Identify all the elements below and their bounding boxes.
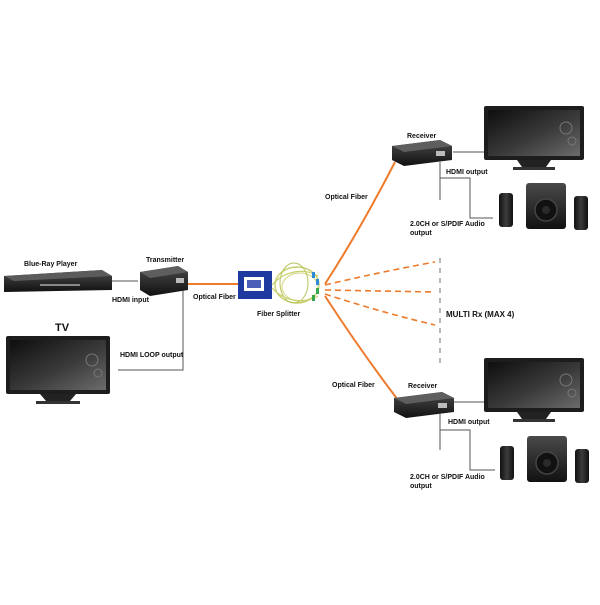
fiber-splitter-device [238, 262, 320, 304]
bluray-player-label: Blue-Ray Player [24, 261, 78, 268]
hdmi-loop-cable [118, 285, 184, 371]
receiver-bottom-device [394, 392, 454, 418]
fiber-to-receiver-top [324, 161, 396, 285]
fiber-to-receiver-bottom [324, 295, 399, 401]
transmitter-device [140, 266, 188, 296]
fiber-splitter-label: Fiber Splitter [257, 311, 300, 318]
bluray-player [4, 270, 112, 292]
fiber-dashed-2 [324, 289, 436, 293]
tv-bottom-right [484, 358, 584, 422]
audio-cable-rx-bottom-b [440, 429, 495, 471]
receiver-top-label: Receiver [407, 133, 436, 140]
optical-fiber-tx-label: Optical Fiber [193, 294, 236, 301]
transmitter-label: Transmitter [146, 257, 184, 264]
receiver-bottom-label: Receiver [408, 383, 437, 390]
audio-output-top-line1: 2.0CH or S/PDIF Audio [410, 221, 485, 228]
multi-rx-label: MULTI Rx (MAX 4) [446, 310, 515, 319]
hdmi-output-bottom-label: HDMI output [448, 419, 490, 426]
tv-left [6, 336, 110, 404]
fiber-dashed-1 [324, 261, 436, 286]
speakers-bottom [500, 436, 589, 483]
tv-top-right [484, 106, 584, 170]
tv-label: TV [55, 322, 70, 334]
hdmi-input-label: HDMI input [112, 297, 150, 304]
hdmi-loop-output-label: HDMI LOOP output [120, 352, 184, 359]
speakers-top [499, 183, 588, 230]
audio-output-bottom-line1: 2.0CH or S/PDIF Audio [410, 474, 485, 481]
audio-output-top-line2: output [410, 230, 432, 237]
optical-fiber-top-label: Optical Fiber [325, 194, 368, 201]
audio-cable-rx-top-b [440, 177, 493, 219]
fiber-dashed-3 [324, 293, 436, 326]
receiver-top-device [392, 140, 452, 166]
audio-output-bottom-line2: output [410, 483, 432, 490]
connections [112, 148, 495, 471]
optical-fiber-bottom-label: Optical Fiber [332, 382, 375, 389]
hdmi-output-top-label: HDMI output [446, 169, 488, 176]
